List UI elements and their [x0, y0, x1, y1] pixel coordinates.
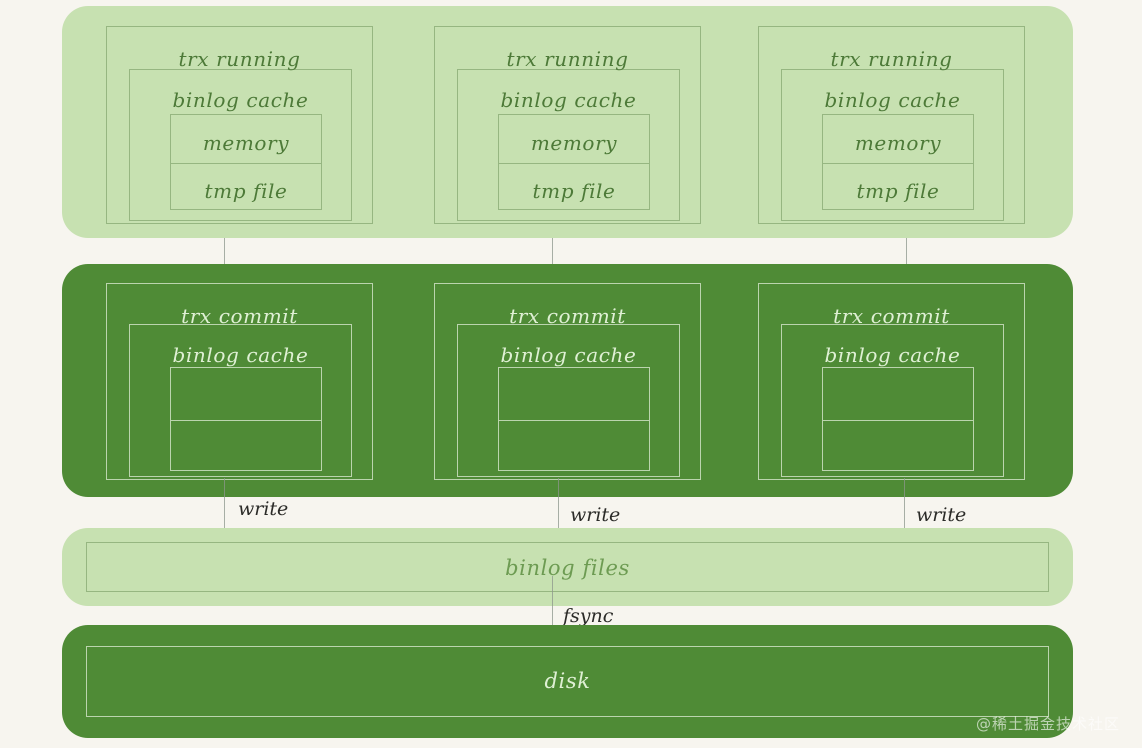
arrow-label-write-3: write [916, 504, 967, 526]
binlog-cache-box-2: binlog cache memory tmp file [457, 69, 680, 221]
cache-storage-box-1: memory tmp file [170, 114, 322, 210]
tmp-file-label-3: tmp file [856, 179, 940, 203]
cache-storage-box-3: memory tmp file [822, 114, 974, 210]
arrow-label-write-1: write [238, 498, 289, 520]
commit-binlog-cache-label-2: binlog cache [500, 343, 637, 367]
trx-running-column-1: trx running binlog cache memory tmp file [106, 26, 373, 224]
commit-binlog-cache-label-3: binlog cache [824, 343, 961, 367]
cache-storage-box-2: memory tmp file [498, 114, 650, 210]
tmp-file-label-1: tmp file [204, 179, 288, 203]
memory-label-2: memory [530, 131, 618, 155]
commit-cache-storage-box-1 [170, 367, 322, 471]
binlog-cache-label-1: binlog cache [172, 88, 309, 112]
commit-cache-storage-divider-1 [171, 420, 321, 421]
cache-storage-divider-3 [823, 163, 973, 164]
trx-running-label-3: trx running [830, 47, 953, 71]
tmp-file-label-2: tmp file [532, 179, 616, 203]
binlog-cache-label-2: binlog cache [500, 88, 637, 112]
trx-running-column-3: trx running binlog cache memory tmp file [758, 26, 1025, 224]
binlog-files-label: binlog files [505, 556, 630, 580]
trx-running-label-2: trx running [506, 47, 629, 71]
arrow-label-write-2: write [570, 504, 621, 526]
commit-binlog-cache-box-3: binlog cache [781, 324, 1004, 477]
band-trx-running: trx running binlog cache memory tmp file… [62, 6, 1073, 238]
trx-running-column-2: trx running binlog cache memory tmp file [434, 26, 701, 224]
arrow-label-fsync: fsync [563, 605, 614, 627]
band-trx-commit: trx commit binlog cache trx commit binlo… [62, 264, 1073, 497]
cache-storage-divider-1 [171, 163, 321, 164]
binlog-cache-label-3: binlog cache [824, 88, 961, 112]
trx-commit-column-2: trx commit binlog cache [434, 283, 701, 480]
cache-storage-divider-2 [499, 163, 649, 164]
commit-cache-storage-box-2 [498, 367, 650, 471]
memory-label-3: memory [854, 131, 942, 155]
memory-label-1: memory [202, 131, 290, 155]
commit-cache-storage-box-3 [822, 367, 974, 471]
binlog-files-box: binlog files [86, 542, 1049, 592]
trx-commit-column-1: trx commit binlog cache [106, 283, 373, 480]
trx-running-label-1: trx running [178, 47, 301, 71]
band-disk: disk [62, 625, 1073, 738]
binlog-cache-box-1: binlog cache memory tmp file [129, 69, 352, 221]
disk-label: disk [544, 669, 591, 693]
trx-commit-column-3: trx commit binlog cache [758, 283, 1025, 480]
commit-cache-storage-divider-2 [499, 420, 649, 421]
commit-cache-storage-divider-3 [823, 420, 973, 421]
band-binlog-files: binlog files [62, 528, 1073, 606]
commit-binlog-cache-box-1: binlog cache [129, 324, 352, 477]
binlog-cache-box-3: binlog cache memory tmp file [781, 69, 1004, 221]
commit-binlog-cache-label-1: binlog cache [172, 343, 309, 367]
disk-box: disk [86, 646, 1049, 717]
commit-binlog-cache-box-2: binlog cache [457, 324, 680, 477]
